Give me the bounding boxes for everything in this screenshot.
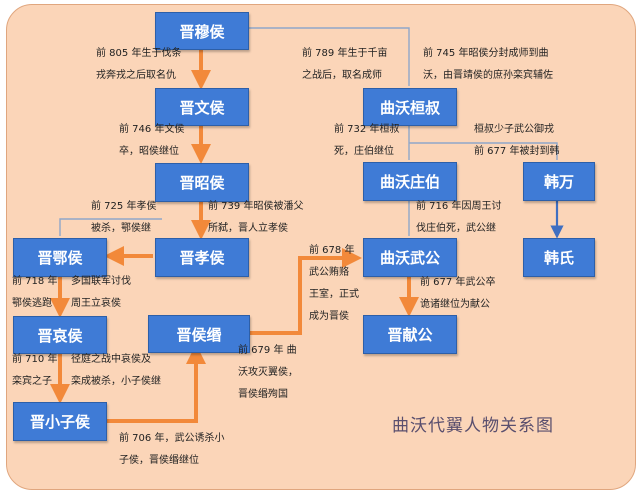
- diagram-title: 曲沃代翼人物关系图: [392, 416, 554, 436]
- note-710: 前 710 年栾宾之子: [12, 354, 58, 387]
- node-jin-min: 晋侯缗: [148, 315, 250, 353]
- note-706: 前 706 年，武公诱杀小子侯，晋侯缗继位: [119, 433, 225, 466]
- note-han: 桓叔少子武公御戎前 677 年被封到韩: [474, 124, 560, 157]
- node-quwo-zhuang: 曲沃庄伯: [363, 162, 457, 201]
- node-han-shi: 韩氏: [523, 238, 595, 277]
- node-jin-zhao: 晋昭侯: [155, 163, 249, 202]
- note-679: 前 679 年 曲沃攻灭翼侯，晋侯缗殉国: [238, 345, 298, 400]
- note-718b: 多国联军讨伐周王立哀侯: [71, 276, 131, 309]
- note-677: 前 677 年武公卒诡诸继位为献公: [420, 277, 496, 310]
- node-jin-mu: 晋穆侯: [155, 12, 249, 50]
- node-han-wan: 韩万: [523, 162, 595, 201]
- node-jin-ai: 晋哀侯: [13, 316, 107, 354]
- node-jin-wen: 晋文侯: [155, 88, 249, 126]
- node-quwo-wu: 曲沃武公: [363, 238, 457, 277]
- note-716: 前 716 年因周王讨伐庄伯死，武公继: [416, 201, 502, 234]
- node-jin-e: 晋鄂侯: [13, 238, 107, 277]
- note-710b: 径庭之战中哀侯及栾成被杀，小子侯继: [71, 354, 161, 387]
- note-805: 前 805 年生于伐条戎奔戎之后取名仇: [96, 48, 182, 81]
- line-zhao-e: [59, 218, 162, 236]
- note-718: 前 718 年鄂侯逃跑: [12, 276, 58, 309]
- note-732: 前 732 年桓叔死，庄伯继位: [334, 124, 400, 157]
- note-745: 前 745 年昭侯分封成师到曲沃，由晋靖侯的庶孙栾宾辅佐: [423, 48, 553, 81]
- note-739: 前 739 年昭侯被潘父所弑，晋人立孝侯: [208, 201, 304, 234]
- node-jin-xiao: 晋孝侯: [155, 238, 249, 277]
- node-jin-xiaozi: 晋小子侯: [13, 402, 107, 441]
- node-jin-xian: 晋献公: [363, 315, 457, 354]
- note-678: 前 678 年武公贿赂王室，正式成为晋侯: [309, 245, 359, 322]
- note-746: 前 746 年文侯卒，昭侯继位: [119, 124, 185, 157]
- note-725: 前 725 年孝侯被杀，鄂侯继: [91, 201, 157, 234]
- line-huan-han: [409, 142, 558, 160]
- note-789: 前 789 年生于千亩之战后，取名成师: [302, 48, 388, 81]
- arrow-min-wu: [250, 248, 362, 335]
- arrow-xiaozi-min: [100, 344, 206, 423]
- node-quwo-huan: 曲沃桓叔: [363, 88, 457, 126]
- line-mu-huan: [247, 27, 410, 86]
